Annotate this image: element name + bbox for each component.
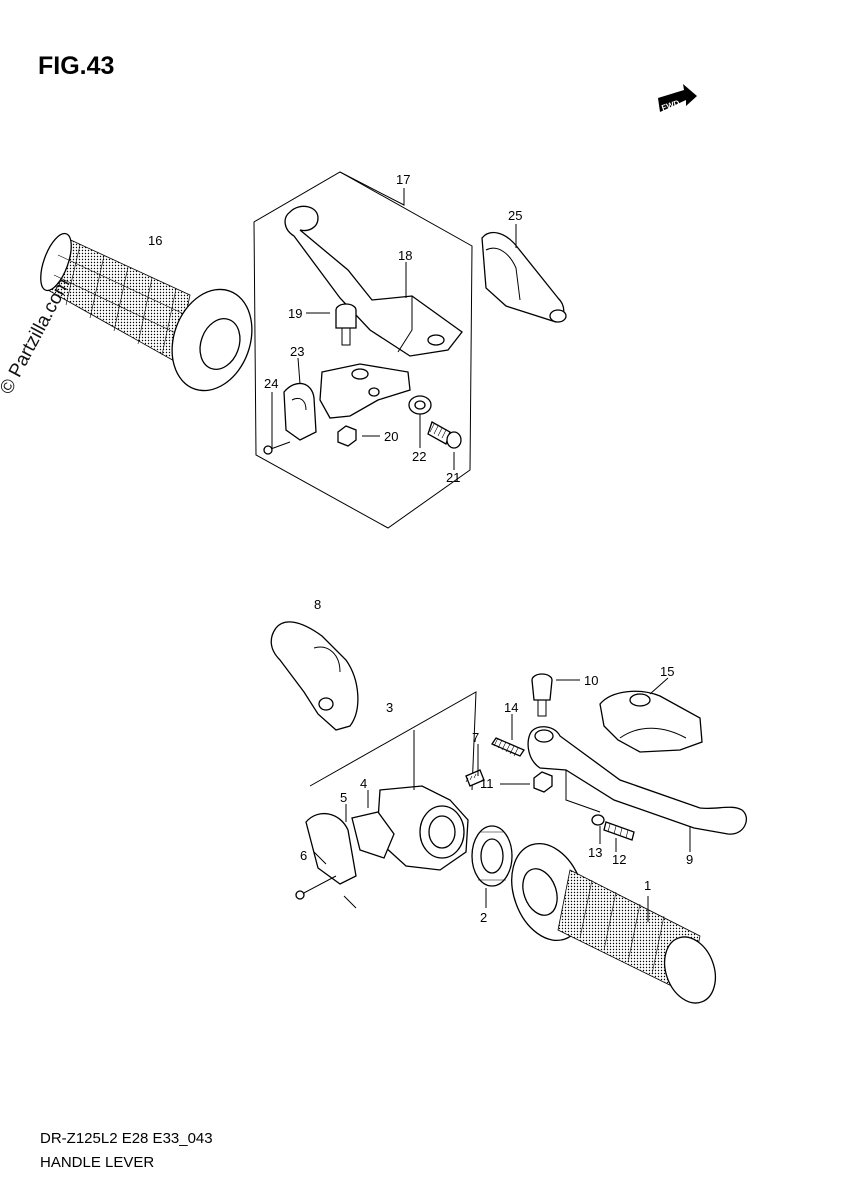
callout-14: 14 (504, 700, 518, 715)
part-20-nut (337, 425, 357, 447)
group-box-17 (253, 171, 473, 529)
callout-5: 5 (340, 790, 347, 805)
part-19-pivot-bolt (335, 303, 357, 346)
callout-8: 8 (314, 597, 321, 612)
callout-19: 19 (288, 306, 302, 321)
model-code: DR-Z125L2 E28 E33_043 (40, 1130, 213, 1147)
callout-1: 1 (644, 878, 651, 893)
part-11-nut (533, 771, 553, 793)
section-title: HANDLE LEVER (40, 1154, 155, 1171)
callout-7: 7 (472, 730, 479, 745)
lever-holder (319, 363, 411, 419)
callout-4: 4 (360, 776, 367, 791)
part-9-brake-lever (527, 726, 747, 835)
figure-title: FIG.43 (38, 52, 115, 80)
part-10-pivot-bolt (531, 673, 553, 717)
callout-12: 12 (612, 852, 626, 867)
part-8-throttle-cover (270, 621, 359, 731)
callout-16: 16 (148, 233, 162, 248)
callout-6: 6 (300, 848, 307, 863)
part-6-housing-half (295, 812, 357, 909)
part-21-adjuster-bolt (427, 421, 462, 449)
part-22-washer (408, 395, 432, 415)
part-24-clamp (263, 382, 317, 455)
callout-11: 11 (480, 776, 494, 791)
group-line-3 (309, 691, 477, 791)
part-16-left-grip (40, 232, 253, 392)
part-18-clutch-lever (284, 205, 463, 357)
part-7-screw (465, 769, 485, 787)
leader-lines (271, 171, 691, 922)
callout-20: 20 (384, 429, 398, 444)
part-5-inner-housing (351, 811, 395, 859)
part-25-lever-cover (481, 231, 567, 323)
part-2-throttle-pulley (471, 825, 513, 887)
callout-17: 17 (396, 172, 410, 187)
callout-labels: 17 25 16 18 19 23 24 20 22 21 8 15 10 3 … (148, 172, 693, 925)
part-14-spring (491, 737, 525, 757)
callout-18: 18 (398, 248, 412, 263)
callout-21: 21 (446, 470, 460, 485)
part-4-throttle-housing (377, 785, 469, 871)
callout-24: 24 (264, 376, 278, 391)
callout-13: 13 (588, 845, 602, 860)
part-13-locknut (591, 814, 605, 826)
part-15-lever-cover (599, 690, 703, 753)
callout-2: 2 (480, 910, 487, 925)
callout-25: 25 (508, 208, 522, 223)
fwd-arrow-icon: FWD (658, 84, 697, 112)
callout-10: 10 (584, 673, 598, 688)
callout-22: 22 (412, 449, 426, 464)
callout-23: 23 (290, 344, 304, 359)
part-1-right-grip (511, 842, 717, 1004)
callout-15: 15 (660, 664, 674, 679)
callout-9: 9 (686, 852, 693, 867)
callout-3: 3 (386, 700, 393, 715)
part-12-adjuster-screw (603, 821, 635, 841)
